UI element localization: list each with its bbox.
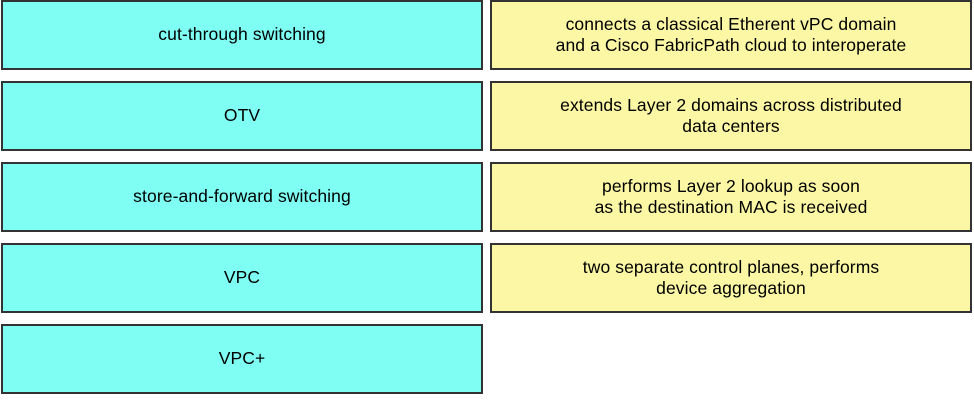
definition-label: extends Layer 2 domains across distribut… xyxy=(560,94,902,136)
definition-card[interactable]: connects a classical Etherent vPC domain… xyxy=(490,0,972,70)
term-card[interactable]: VPC+ xyxy=(1,324,483,394)
definitions-column: connects a classical Etherent vPC domain… xyxy=(490,0,972,313)
term-label: VPC+ xyxy=(218,348,266,369)
terms-column: cut-through switching OTV store-and-forw… xyxy=(1,0,483,394)
term-label: VPC xyxy=(223,267,261,288)
term-label: store-and-forward switching xyxy=(133,186,351,207)
term-card[interactable]: OTV xyxy=(1,81,483,151)
definition-card[interactable]: performs Layer 2 lookup as soon as the d… xyxy=(490,162,972,232)
definition-label: performs Layer 2 lookup as soon as the d… xyxy=(594,175,868,217)
definition-card[interactable]: two separate control planes, performs de… xyxy=(490,243,972,313)
term-label: cut-through switching xyxy=(158,24,326,45)
definition-label: two separate control planes, performs de… xyxy=(582,256,880,298)
term-label: OTV xyxy=(223,105,261,126)
definition-label: connects a classical Etherent vPC domain… xyxy=(555,13,907,55)
definition-card[interactable]: extends Layer 2 domains across distribut… xyxy=(490,81,972,151)
term-card[interactable]: store-and-forward switching xyxy=(1,162,483,232)
term-card[interactable]: cut-through switching xyxy=(1,0,483,70)
term-card[interactable]: VPC xyxy=(1,243,483,313)
